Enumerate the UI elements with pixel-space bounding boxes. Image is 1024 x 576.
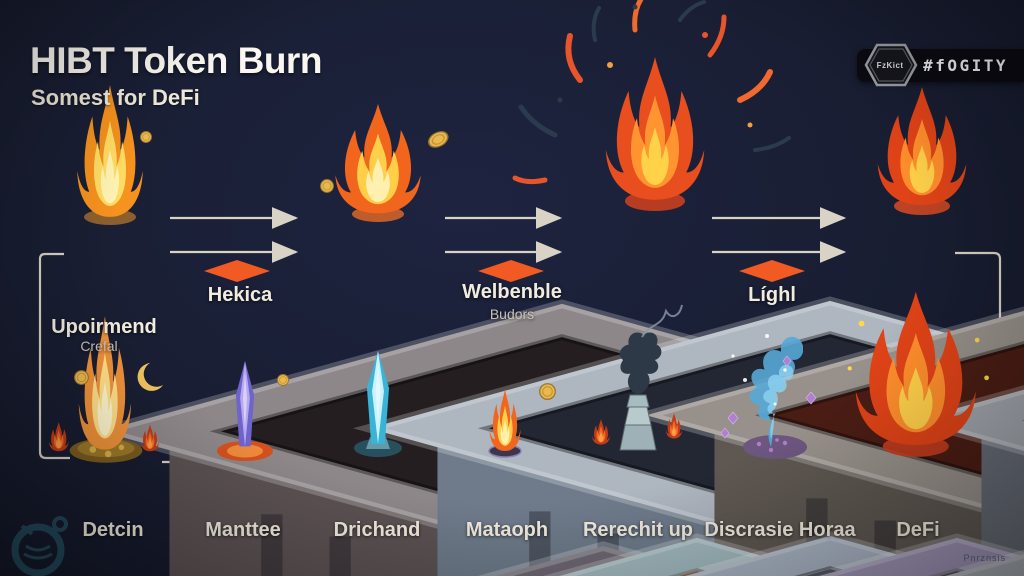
connector-left-down (38, 252, 70, 460)
crescent-moon-icon (137, 363, 163, 391)
page-title: HIBT Token Burn (30, 40, 322, 81)
bottom-label-7: DeFi (896, 519, 940, 541)
sparkles (731, 334, 787, 406)
spark-dots (847, 320, 989, 381)
diamond-icon-3 (739, 260, 805, 282)
bottom-label-2: Manttee (205, 519, 281, 541)
coin-icon-b4 (539, 383, 556, 400)
brazier-top-3-burning (605, 57, 1024, 576)
watermark-text: Pnrznsis (963, 553, 1006, 563)
brand-badge: FzKict #fOGITY (857, 43, 1024, 87)
gem-icons (720, 355, 817, 439)
brazier-bottom-6 (720, 334, 1024, 576)
step-sublabel-2: Budors (489, 306, 535, 322)
brazier-top-4 (877, 87, 1024, 576)
coin-icon-top2a (320, 179, 334, 193)
bottom-label-3: Drichand (333, 519, 421, 541)
page-subtitle: Somest for DeFi (31, 85, 200, 110)
step-label-3: Líghl (748, 284, 796, 306)
brazier-bottom-1 (48, 316, 1024, 576)
brazier-bottom-4 (488, 389, 1024, 576)
brazier-top-1 (77, 85, 1023, 576)
bottom-label-6: Discrasie Horaa (704, 519, 856, 541)
brazier-bottom-7-defi (847, 291, 1024, 576)
coin-icon-b1 (74, 370, 89, 385)
coin-icon-top1 (140, 131, 152, 143)
bottom-label-5: Rerechit up (582, 519, 694, 541)
brazier-bottom-2 (217, 361, 1024, 576)
left-note-subtitle: Crefal (80, 338, 118, 354)
bottom-label-1: Detcin (82, 519, 144, 541)
step-label-2: Welbenble (462, 281, 562, 303)
brazier-bottom-5 (591, 304, 1024, 576)
brazier-top-2 (335, 104, 1024, 576)
hexagon-badge-icon: FzKict (861, 42, 919, 88)
teal-emblem-logo (11, 516, 68, 576)
coin-icon-top2b (425, 127, 452, 152)
diamond-icon-2 (478, 260, 544, 282)
diamond-icon-1 (204, 260, 270, 282)
badge-tag: #fOGITY (923, 56, 1008, 75)
explosion-sparks (512, 0, 791, 185)
left-note-title: Upoirmend (51, 316, 157, 338)
step-label-1: Hekica (207, 284, 273, 306)
bottom-label-4: Mataoph (465, 519, 549, 541)
brazier-bottom-3 (354, 351, 1024, 576)
step-diamond-markers (204, 260, 805, 282)
coin-icon-b2 (277, 374, 289, 386)
badge-hex-label: FzKict (876, 60, 904, 70)
